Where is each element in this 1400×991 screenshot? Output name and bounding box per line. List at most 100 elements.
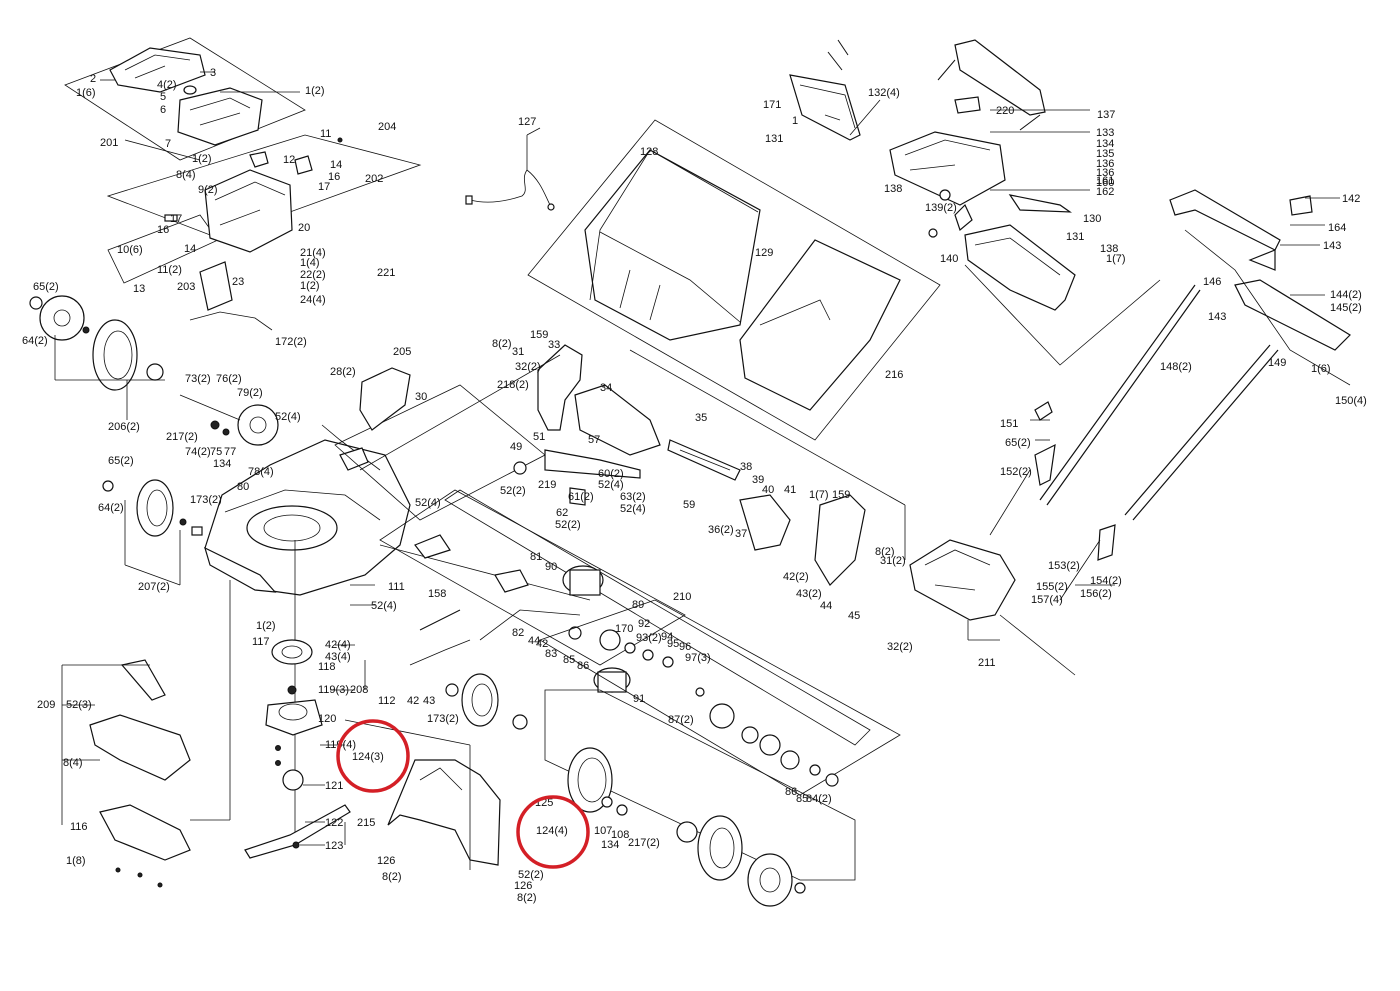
- part-label: 133: [1096, 127, 1114, 139]
- part-label: 63(2): [620, 491, 646, 503]
- part-label: 149: [1268, 357, 1286, 369]
- rear-right-wheel-group: [544, 689, 856, 907]
- part-label: 24(4): [300, 294, 326, 306]
- part-label: 1: [792, 115, 798, 127]
- part-label: 82: [512, 627, 524, 639]
- discharge-flap-group: [344, 660, 501, 870]
- part-label: 162: [1096, 186, 1114, 198]
- part-label: 93(2): [636, 632, 662, 644]
- part-label: 218(2): [497, 379, 529, 391]
- part-label: 221: [377, 267, 395, 279]
- part-label: 96: [679, 641, 691, 653]
- part-label: 23: [232, 276, 244, 288]
- part-label: 6: [160, 104, 166, 116]
- part-label: 1(8): [66, 855, 86, 867]
- part-label: 20: [298, 222, 310, 234]
- part-label: 35: [695, 412, 707, 424]
- part-label: 61(2): [568, 491, 594, 503]
- part-label: 89: [632, 599, 644, 611]
- part-label: 76(2): [216, 373, 242, 385]
- part-label: 130: [1083, 213, 1101, 225]
- part-label: 94: [661, 631, 673, 643]
- part-label: 57: [588, 434, 600, 446]
- part-label: 9(2): [198, 184, 218, 196]
- part-label: 211: [978, 657, 996, 669]
- part-label: 135: [1096, 148, 1114, 160]
- part-label: 126: [514, 880, 532, 892]
- part-label: 34: [600, 382, 612, 394]
- leader-lines: [100, 71, 1340, 846]
- part-label: 52(4): [598, 479, 624, 491]
- part-label: 208: [350, 684, 368, 696]
- part-label: 28(2): [330, 366, 356, 378]
- part-label: 152(2): [1000, 466, 1032, 478]
- part-label: 42: [536, 638, 548, 650]
- part-label: 142: [1342, 193, 1360, 205]
- part-label: 42(4): [325, 639, 351, 651]
- part-label: 37: [735, 528, 747, 540]
- part-label: 121: [325, 780, 343, 792]
- part-label: 52(4): [620, 503, 646, 515]
- part-label: 220: [996, 105, 1014, 117]
- part-label: 136: [1096, 167, 1114, 179]
- part-label: 140: [940, 253, 958, 265]
- part-label: 75: [210, 446, 222, 458]
- part-label: 206(2): [108, 421, 140, 433]
- part-label: 44: [820, 600, 832, 612]
- part-label: 8(2): [517, 892, 537, 904]
- part-label: 52(2): [500, 485, 526, 497]
- part-label: 78(4): [248, 466, 274, 478]
- part-label: 173(2): [190, 494, 222, 506]
- part-label: 107: [594, 825, 612, 837]
- part-label: 136: [1096, 158, 1114, 170]
- catcher-cover: [909, 539, 1076, 676]
- part-label: 11(2): [157, 264, 182, 276]
- part-label: 30: [415, 391, 427, 403]
- part-label: 112: [378, 695, 396, 707]
- part-label: 60(2): [598, 468, 624, 480]
- part-label: 86: [577, 660, 589, 672]
- part-label: 74(2): [185, 446, 211, 458]
- part-label: 148(2): [1160, 361, 1192, 373]
- highlight-circle-124-4: [516, 795, 590, 869]
- part-label: 87(2): [668, 714, 694, 726]
- part-label: 52(4): [371, 600, 397, 612]
- part-label: 134: [213, 458, 231, 470]
- part-label: 90: [545, 561, 557, 573]
- part-label: 157(4): [1031, 594, 1063, 606]
- part-label: 172(2): [275, 336, 307, 348]
- part-label: 32(2): [515, 361, 541, 373]
- part-label: 138: [884, 183, 902, 195]
- part-label: 1(7): [1106, 253, 1126, 265]
- part-label: 216: [885, 369, 903, 381]
- rear-wheel-cover-group: [179, 394, 279, 446]
- part-label: 83: [545, 648, 557, 660]
- part-label: 122: [325, 817, 343, 829]
- highlight-circle-124-3: [336, 719, 410, 793]
- handle-bracket-group: [359, 344, 906, 586]
- part-label: 139(2): [925, 202, 957, 214]
- part-label: 127: [518, 116, 536, 128]
- grass-bag-group: [527, 119, 941, 441]
- part-label: 31(2): [880, 555, 906, 567]
- part-label: 52(4): [275, 411, 301, 423]
- part-label: 52(2): [555, 519, 581, 531]
- front-guard-group: [61, 659, 191, 888]
- part-label: 1(2): [305, 85, 325, 97]
- part-label: 201: [100, 137, 118, 149]
- part-label: 31: [512, 346, 524, 358]
- part-label: 143: [1323, 240, 1341, 252]
- part-label: 1(2): [192, 153, 212, 165]
- part-label: 108: [611, 829, 629, 841]
- part-label: 8(2): [382, 871, 402, 883]
- part-label: 43(4): [325, 651, 351, 663]
- part-label: 97(3): [685, 652, 711, 664]
- part-label: 124(3): [352, 751, 384, 763]
- part-label: 143: [1208, 311, 1226, 323]
- part-label: 164: [1328, 222, 1346, 234]
- part-label: 203: [177, 281, 195, 293]
- part-label: 80: [237, 481, 249, 493]
- part-label: 52(3): [66, 699, 92, 711]
- part-label: 92: [638, 618, 650, 630]
- part-label: 91: [633, 693, 645, 705]
